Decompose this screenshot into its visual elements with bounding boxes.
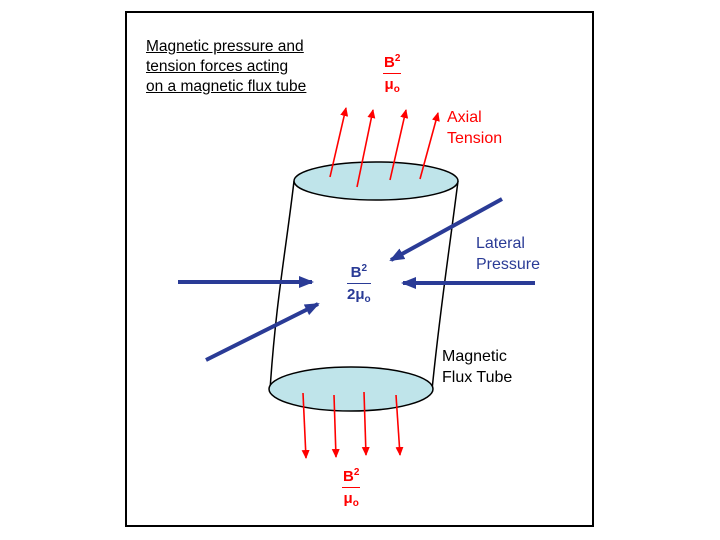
formula-numerator: B2 bbox=[383, 54, 402, 74]
bottom-tension-arrow bbox=[395, 394, 404, 456]
pressure-arrow-lower-left bbox=[205, 302, 320, 362]
formula-numerator: B2 bbox=[347, 264, 371, 284]
bottom-tension-arrow bbox=[331, 394, 340, 458]
center-pressure-formula: B2 2μo bbox=[347, 264, 371, 305]
top-tension-arrow bbox=[419, 112, 440, 180]
diagram-caption: Magnetic pressure and tension forces act… bbox=[146, 37, 306, 97]
caption-line: on a magnetic flux tube bbox=[146, 78, 307, 95]
top-tension-arrow bbox=[356, 109, 376, 188]
tube-left-side bbox=[269, 180, 295, 391]
formula-denominator: μo bbox=[384, 76, 400, 95]
formula-denominator: 2μo bbox=[347, 286, 371, 305]
bottom-tension-arrow bbox=[361, 391, 370, 456]
top-tension-formula: B2 μo bbox=[383, 54, 402, 95]
formula-denominator: μo bbox=[343, 490, 359, 509]
formula-numerator: B2 bbox=[342, 468, 361, 488]
bottom-tension-arrow bbox=[301, 392, 310, 459]
lateral-pressure-label: Lateral Pressure bbox=[476, 235, 541, 273]
tube-bottom-cap bbox=[268, 366, 434, 412]
flux-tube-label: Magnetic Flux Tube bbox=[442, 348, 513, 386]
bottom-tension-formula: B2 μo bbox=[342, 468, 361, 509]
tube-top-cap bbox=[293, 161, 459, 201]
diagram-frame bbox=[125, 11, 594, 527]
caption-line: tension forces acting bbox=[146, 58, 289, 75]
caption-line: Magnetic pressure and bbox=[146, 38, 304, 55]
top-tension-arrow bbox=[389, 109, 409, 181]
pressure-arrow-upper-right bbox=[389, 197, 503, 262]
top-tension-arrow bbox=[329, 107, 349, 178]
axial-tension-label: Axial Tension bbox=[447, 109, 503, 147]
tube-right-side bbox=[431, 180, 459, 391]
